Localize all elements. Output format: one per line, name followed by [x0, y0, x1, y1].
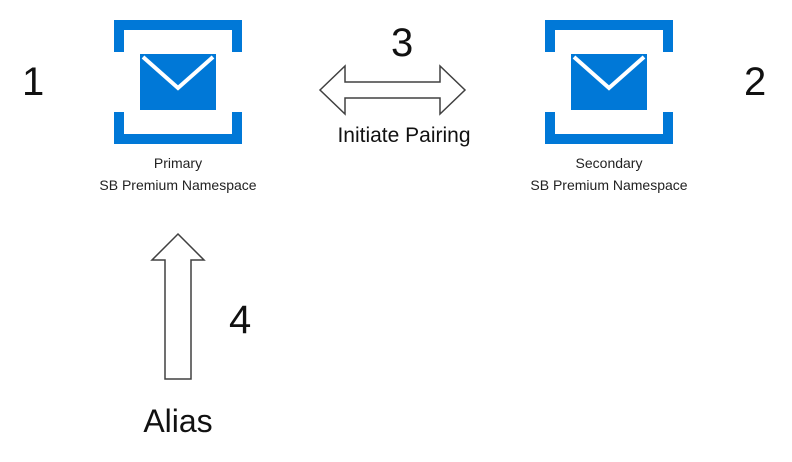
secondary-role-label: Secondary: [575, 155, 643, 171]
envelope-icon: [545, 20, 673, 144]
initiate-pairing-label: Initiate Pairing: [337, 124, 471, 147]
step-number-3: 3: [391, 21, 414, 65]
secondary-namespace-label: SB Premium Namespace: [530, 177, 688, 193]
primary-namespace-label: SB Premium Namespace: [99, 177, 257, 193]
secondary-namespace-caption: Secondary SB Premium Namespace: [509, 152, 709, 196]
envelope-icon: [114, 20, 242, 144]
step-number-1: 1: [22, 60, 45, 104]
step-number-2: 2: [744, 60, 767, 104]
alias-up-arrow: [150, 232, 206, 380]
alias-label: Alias: [143, 403, 213, 439]
primary-namespace-caption: Primary SB Premium Namespace: [78, 152, 278, 196]
step-number-4: 4: [229, 298, 252, 342]
pairing-double-arrow: [318, 64, 467, 116]
primary-role-label: Primary: [153, 155, 203, 171]
